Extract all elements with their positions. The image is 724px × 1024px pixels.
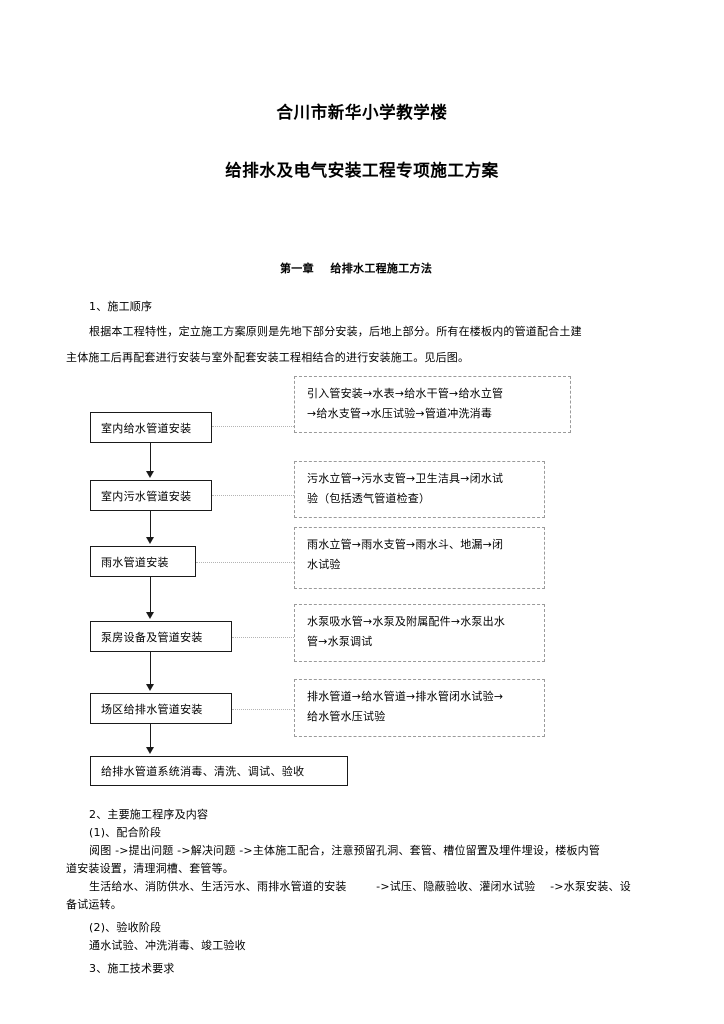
flow-step-1: 室内给水管道安装 [90,412,212,443]
flow-arrow-1-2-icon [146,471,154,478]
flow-step-5: 场区给排水管道安装 [90,693,232,724]
flow-connector-5-6 [150,724,151,749]
flow-step-2-label: 室内污水管道安装 [101,489,192,503]
flow-step-3-label: 雨水管道安装 [101,555,169,569]
flow-link-step2-note2 [212,495,294,496]
flow-note-3-line-2: 水试验 [307,558,341,571]
flow-step-6-label: 给排水管道系统消毒、清洗、调试、验收 [101,765,305,778]
flow-arrow-2-3-icon [146,537,154,544]
flow-link-step4-note4 [232,637,294,638]
flow-note-4-line-1: 水泵吸水管→水泵及附属配件→水泵出水 [307,615,506,628]
flow-connector-3-4 [150,577,151,614]
flow-note-2: 污水立管→污水支管→卫生洁具→闭水试 验（包括透气管道检查） [294,461,545,518]
flow-note-2-line-2: 验（包括透气管道检查） [307,492,431,505]
flow-link-step3-note3 [196,562,294,563]
flow-step-2: 室内污水管道安装 [90,480,212,511]
section-2-sub1-line-1: 阅图 ->提出问题 ->解决问题 ->主体施工配合，注意预留孔洞、套管、槽位留置… [89,844,601,857]
flow-note-5: 排水管道→给水管道→排水管闭水试验→ 给水管水压试验 [294,679,545,737]
section-3-heading: 3、施工技术要求 [89,962,175,975]
flow-link-step5-note5 [232,709,294,710]
flow-connector-2-3 [150,511,151,539]
flow-note-4: 水泵吸水管→水泵及附属配件→水泵出水 管→水泵调试 [294,604,545,662]
section-1-heading: 1、施工顺序 [89,300,153,313]
section-1-paragraph-line-2: 主体施工后再配套进行安装与室外配套安装工程相结合的进行安装施工。见后图。 [66,351,470,364]
section-2-subheading-2: (2)、验收阶段 [89,921,162,934]
flow-note-5-line-1: 排水管道→给水管道→排水管闭水试验→ [307,690,504,703]
flow-step-4-label: 泵房设备及管道安装 [101,630,203,644]
section-2-sub1-line-4: 备试运转。 [66,898,122,911]
flow-step-4: 泵房设备及管道安装 [90,621,232,652]
flow-note-4-line-2: 管→水泵调试 [307,635,373,648]
document-title-line-1: 合川市新华小学教学楼 [276,103,448,122]
flow-arrow-4-5-icon [146,684,154,691]
section-2-sub1-line-2: 道安装设置，清理洞槽、套管等。 [66,862,234,875]
flow-note-2-line-1: 污水立管→污水支管→卫生洁具→闭水试 [307,472,504,485]
flow-arrow-3-4-icon [146,612,154,619]
flow-step-6: 给排水管道系统消毒、清洗、调试、验收 [90,756,348,786]
flow-connector-4-5 [150,652,151,686]
flow-link-step1-note1 [212,426,294,427]
flow-step-5-label: 场区给排水管道安装 [101,702,203,716]
section-2-subheading-1: (1)、配合阶段 [89,826,162,839]
flow-note-3: 雨水立管→雨水支管→雨水斗、地漏→闭 水试验 [294,527,545,589]
document-title-line-2: 给排水及电气安装工程专项施工方案 [225,161,499,180]
flow-step-3: 雨水管道安装 [90,546,196,577]
section-2-sub2-line-1: 通水试验、冲洗消毒、竣工验收 [89,939,246,952]
section-1-paragraph-line-1: 根据本工程特性，定立施工方案原则是先地下部分安装，后地上部分。所有在楼板内的管道… [89,325,582,338]
flow-arrow-5-6-icon [146,747,154,754]
flow-note-5-line-2: 给水管水压试验 [307,710,386,723]
section-2-heading: 2、主要施工程序及内容 [89,808,209,821]
flow-note-1-line-1: 引入管安装→水表→给水干管→给水立管 [307,387,504,400]
flow-connector-1-2 [150,443,151,473]
flow-step-1-label: 室内给水管道安装 [101,421,192,435]
flow-note-1: 引入管安装→水表→给水干管→给水立管 →给水支管→水压试验→管道冲洗消毒 [294,376,571,433]
flow-note-1-line-2: →给水支管→水压试验→管道冲洗消毒 [307,407,493,420]
chapter-heading: 第一章 给排水工程施工方法 [280,262,433,275]
flow-note-3-line-1: 雨水立管→雨水支管→雨水斗、地漏→闭 [307,538,504,551]
section-2-sub1-line-3: 生活给水、消防供水、生活污水、雨排水管道的安装 ->试压、隐蔽验收、灌闭水试验 … [89,880,631,893]
